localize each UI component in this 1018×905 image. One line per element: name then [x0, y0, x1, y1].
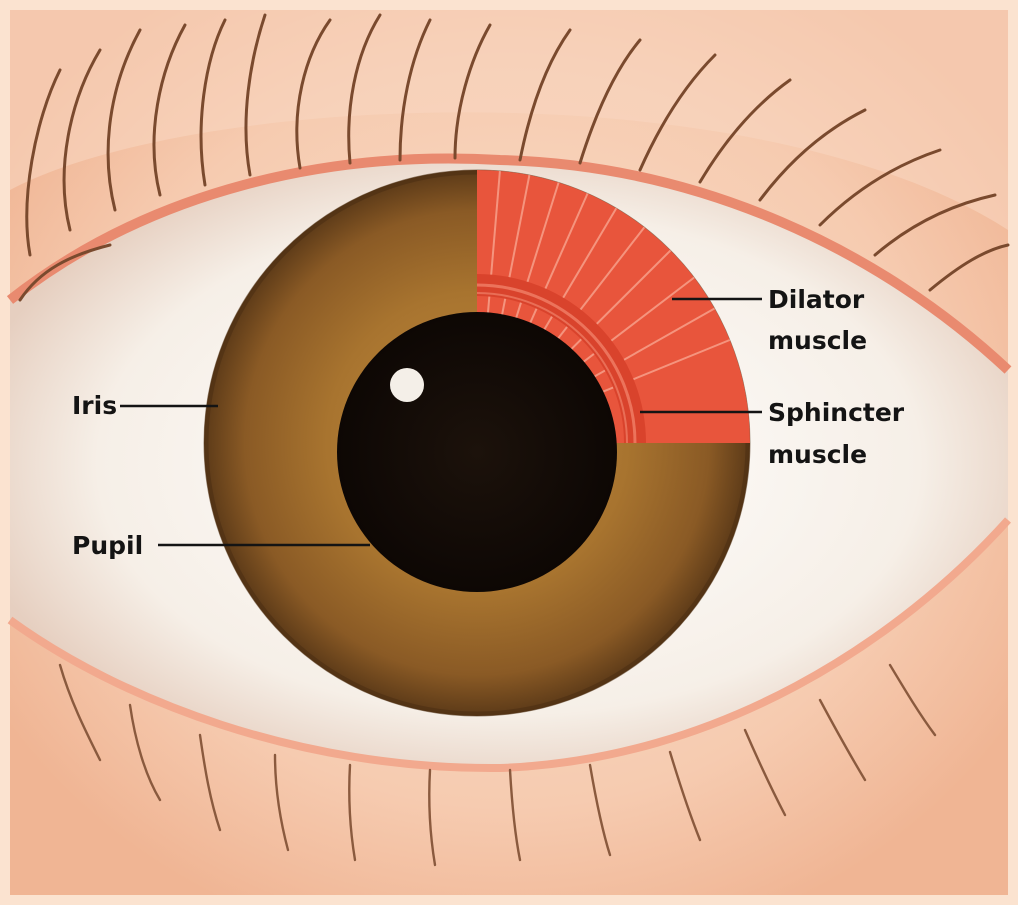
pupil-label: Pupil	[72, 531, 143, 560]
sphincter-label-line1: Sphincter	[768, 398, 905, 427]
sphincter-label-line2: muscle	[768, 440, 867, 469]
pupil-highlight	[390, 368, 424, 402]
pupil	[337, 312, 617, 592]
dilator-label-line2: muscle	[768, 326, 867, 355]
dilator-label-line1: Dilator	[768, 285, 865, 314]
iris-label: Iris	[72, 391, 117, 420]
